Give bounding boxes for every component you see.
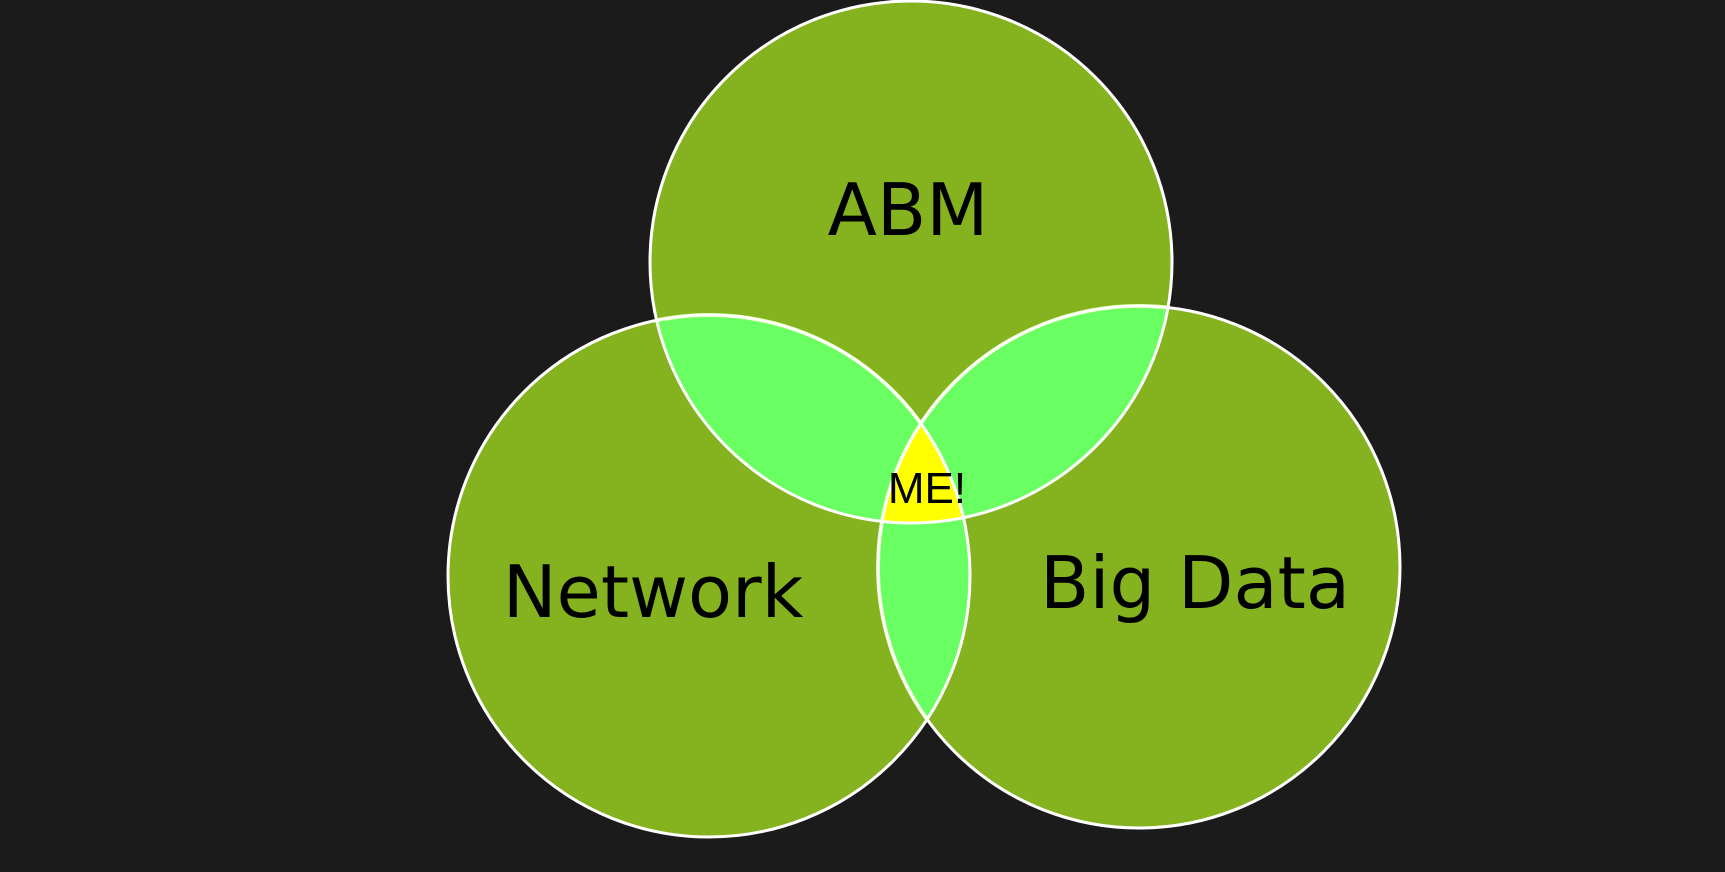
label-big-data: Big Data <box>1040 541 1350 625</box>
label-abm: ABM <box>828 168 989 252</box>
label-network: Network <box>503 550 804 634</box>
circle-network-outline <box>446 313 972 839</box>
circle-abm-outline <box>648 0 1174 525</box>
circle-big-data-outline <box>876 304 1402 830</box>
label-center: ME! <box>888 464 966 513</box>
